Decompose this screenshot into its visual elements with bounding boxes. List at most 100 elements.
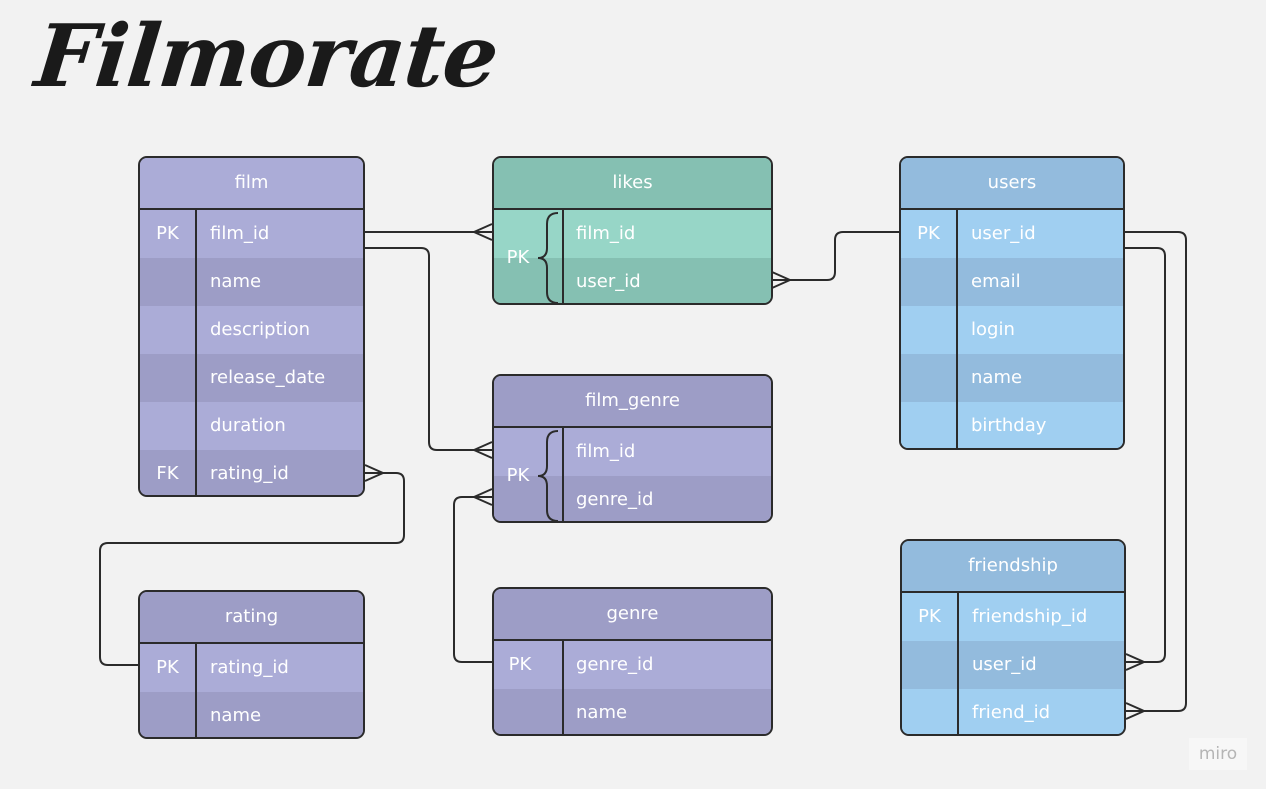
crowfoot-friendship-friend [1125, 702, 1145, 720]
field-row[interactable]: name [494, 689, 771, 734]
field-row[interactable]: birthday [901, 402, 1123, 448]
composite-key-label: PK [506, 247, 530, 268]
key-label: PK [508, 654, 532, 675]
key-label: PK [156, 223, 179, 244]
field-row[interactable]: name [140, 692, 363, 737]
field-row[interactable]: user_id [494, 258, 771, 303]
field-name: user_id [576, 271, 641, 292]
entity-film-genre[interactable]: film_genre film_id genre_id PK [492, 374, 773, 523]
column-divider [562, 641, 564, 734]
entity-rating[interactable]: rating PK rating_id name [138, 590, 365, 739]
field-row[interactable]: user_id [902, 641, 1124, 689]
composite-key-label: PK [506, 465, 530, 486]
column-divider [957, 593, 959, 734]
key-label [140, 306, 195, 354]
crowfoot-film-rating [364, 464, 384, 482]
field-name: genre_id [576, 654, 654, 675]
field-name: friend_id [972, 702, 1051, 723]
crowfoot-film-genre-film [473, 441, 493, 459]
field-row[interactable]: PK user_id [901, 210, 1123, 258]
field-row[interactable]: login [901, 306, 1123, 354]
field-name: email [971, 271, 1021, 292]
field-row[interactable]: film_id [494, 210, 771, 258]
column-divider [562, 428, 564, 521]
field-name: release_date [210, 367, 326, 388]
field-name: name [971, 367, 1023, 388]
field-row[interactable]: name [140, 258, 363, 306]
key-label [901, 258, 956, 306]
entity-film-genre-header: film_genre [494, 376, 771, 428]
entity-genre-header: genre [494, 589, 771, 641]
field-name: film_id [576, 223, 636, 244]
key-label [140, 692, 195, 737]
edge-users-friendship-user [1125, 247, 1166, 663]
column-divider [562, 210, 564, 303]
column-divider [195, 644, 197, 737]
field-row[interactable]: friend_id [902, 689, 1124, 734]
field-name: duration [210, 415, 286, 436]
entity-likes[interactable]: likes film_id user_id PK [492, 156, 773, 305]
edge-genre-film-genre [453, 496, 492, 663]
field-row[interactable]: description [140, 306, 363, 354]
key-label: PK [917, 223, 940, 244]
field-row[interactable]: film_id [494, 428, 771, 476]
entity-rating-header: rating [140, 592, 363, 644]
crowfoot-likes-film [473, 223, 493, 241]
entity-genre[interactable]: genre PK genre_id name [492, 587, 773, 736]
field-row[interactable]: name [901, 354, 1123, 402]
key-label [140, 258, 195, 306]
field-row[interactable]: release_date [140, 354, 363, 402]
field-name: name [210, 705, 262, 726]
brace-icon [537, 430, 559, 521]
key-label [140, 354, 195, 402]
field-row[interactable]: PK rating_id [140, 644, 363, 692]
key-label: PK [156, 657, 179, 678]
key-label [902, 689, 957, 734]
field-row[interactable]: genre_id [494, 476, 771, 521]
edge-rating-film [99, 472, 405, 666]
key-label [901, 402, 956, 448]
entity-film[interactable]: film PK film_id name description release… [138, 156, 365, 497]
field-name: rating_id [210, 657, 289, 678]
key-label: PK [918, 606, 941, 627]
field-row[interactable]: PK genre_id [494, 641, 771, 689]
field-name: description [210, 319, 311, 340]
key-label [902, 641, 957, 689]
entity-friendship-header: friendship [902, 541, 1124, 593]
field-name: user_id [971, 223, 1036, 244]
entity-film-header: film [140, 158, 363, 210]
column-divider [195, 210, 197, 495]
field-name: user_id [972, 654, 1037, 675]
entity-users[interactable]: users PK user_id email login name birthd… [899, 156, 1125, 450]
crowfoot-likes-user [771, 271, 791, 289]
key-label [140, 402, 195, 450]
crowfoot-friendship-user [1125, 653, 1145, 671]
field-name: name [210, 271, 262, 292]
key-label [901, 354, 956, 402]
field-name: name [576, 702, 628, 723]
brace-icon [537, 212, 559, 303]
field-row[interactable]: PK film_id [140, 210, 363, 258]
field-name: login [971, 319, 1015, 340]
field-name: friendship_id [972, 606, 1088, 627]
key-label [901, 306, 956, 354]
field-name: genre_id [576, 489, 654, 510]
entity-friendship[interactable]: friendship PK friendship_id user_id frie… [900, 539, 1126, 736]
miro-watermark: miro [1189, 738, 1247, 770]
entity-likes-header: likes [494, 158, 771, 210]
entity-users-header: users [901, 158, 1123, 210]
field-row[interactable]: PK friendship_id [902, 593, 1124, 641]
key-label [494, 689, 546, 734]
field-name: rating_id [210, 463, 289, 484]
edge-film-film-genre [365, 247, 492, 451]
field-name: birthday [971, 415, 1047, 436]
edge-users-likes [772, 231, 899, 281]
field-name: film_id [210, 223, 270, 244]
edge-users-friendship-friend [1125, 231, 1187, 712]
field-name: film_id [576, 441, 636, 462]
field-row[interactable]: email [901, 258, 1123, 306]
field-row[interactable]: FK rating_id [140, 450, 363, 495]
field-row[interactable]: duration [140, 402, 363, 450]
crowfoot-film-genre-genre [473, 488, 493, 506]
